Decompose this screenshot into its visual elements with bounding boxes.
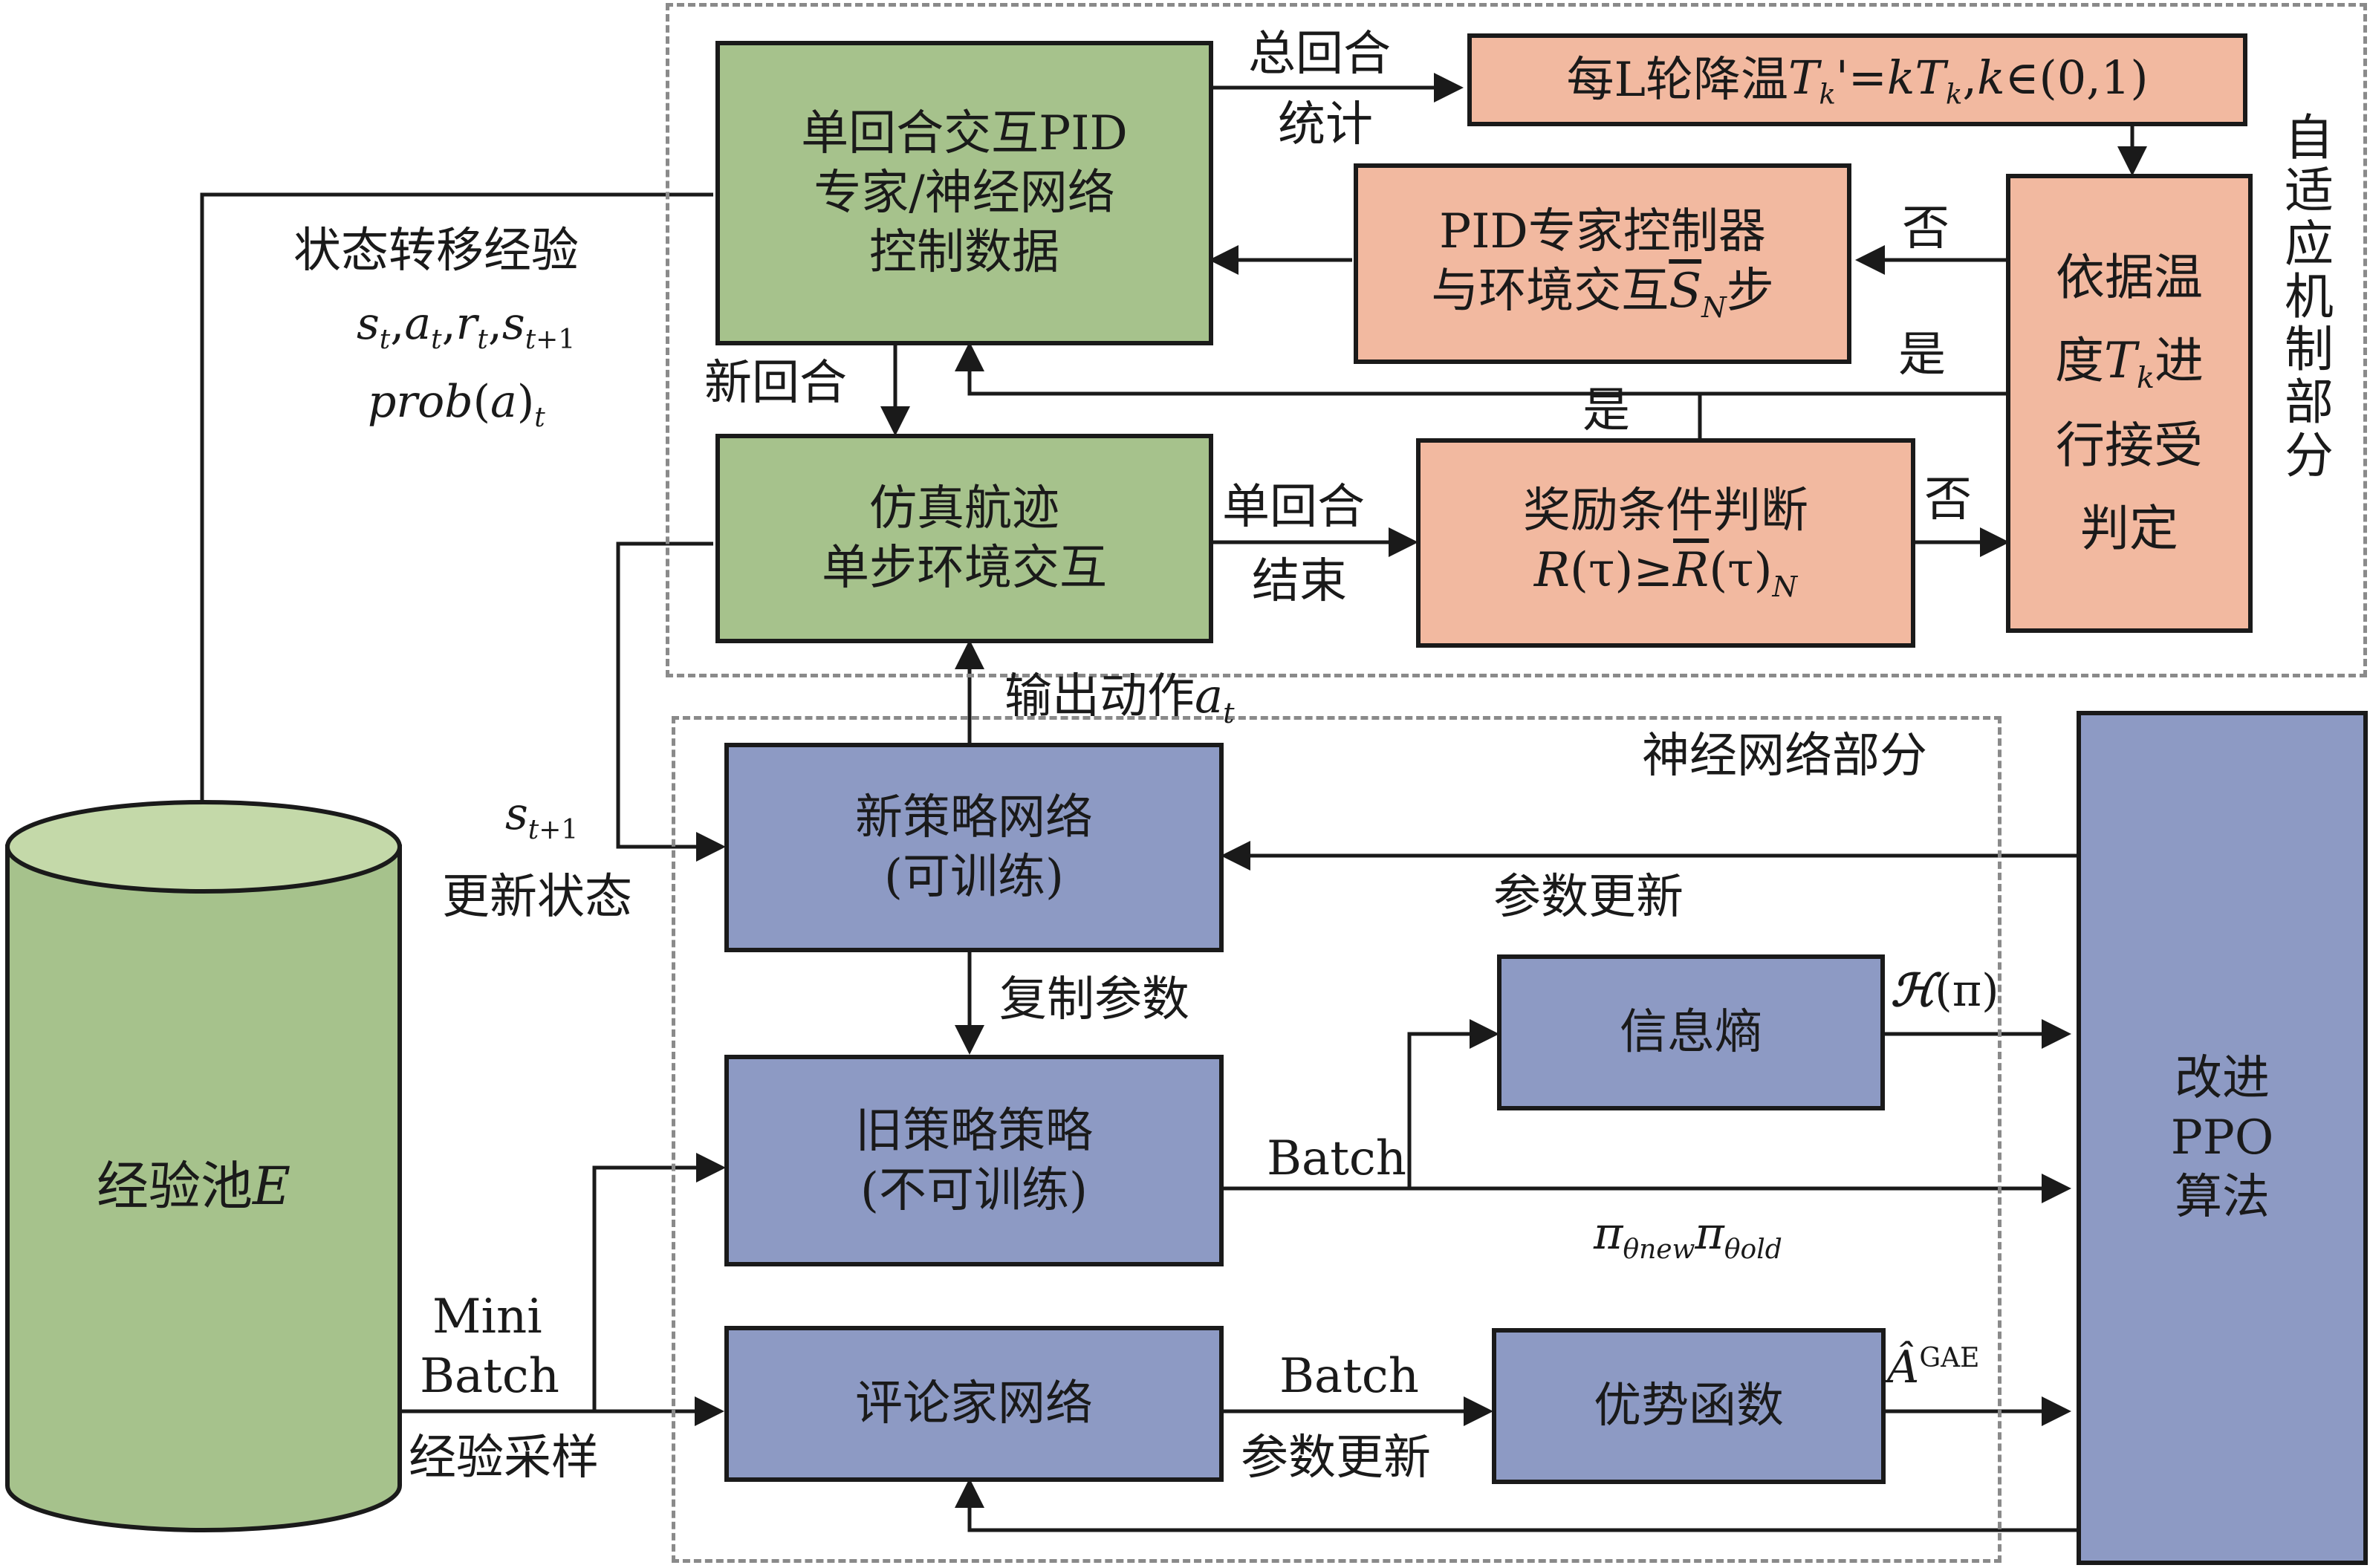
old-policy-line-1: 旧策略策略 (855, 1103, 1093, 1159)
network-section-label: 神经网络部分 (1642, 729, 1927, 784)
adaptive-section-label: 自适应机制部分 (2285, 109, 2334, 484)
round-end-label-1: 单回合 (1222, 480, 1365, 535)
sampling-label: 经验采样 (409, 1431, 599, 1486)
state-transition-label: 状态转移经验 (293, 224, 579, 279)
total-stats-label-1: 总回合 (1248, 27, 1391, 82)
arrow-param-update-bottom (955, 1478, 2077, 1532)
batch-label-1: Batch (1267, 1131, 1406, 1186)
prob-label: prob(a)t (368, 376, 545, 433)
reward-judge-box: 奖励条件判断 R(τ)≥R(τ)N (1416, 438, 1915, 648)
ppo-box: 改进 PPO 算法 (2077, 711, 2368, 1565)
critic-label: 评论家网络 (855, 1376, 1093, 1431)
new-policy-box: 新策略网络 (可训练) (724, 743, 1224, 952)
accept-judge-line-3: 行接受 (2056, 416, 2203, 474)
arrow-to-pool (187, 192, 713, 843)
sim-step-line-1: 仿真航迹 (869, 481, 1059, 536)
accept-judge-line-1: 依据温 (2056, 248, 2203, 306)
ppo-line-3: 算法 (2175, 1170, 2270, 1225)
new-policy-line-1: 新策略网络 (855, 790, 1093, 845)
entropy-box: 信息熵 (1497, 954, 1885, 1110)
old-policy-line-2: (不可训练) (860, 1162, 1088, 1218)
advantage-box: 优势函数 (1492, 1328, 1886, 1484)
update-state-label: 更新状态 (442, 870, 632, 925)
arrow-to-old-policy (592, 1153, 726, 1411)
single-round-line-2: 专家/神经网络 (814, 166, 1115, 221)
advantage-symbol: ÂGAE (1887, 1341, 1980, 1393)
total-stats-label-2: 统计 (1278, 97, 1373, 152)
mini-batch-label-1: Mini (432, 1289, 542, 1344)
entropy-symbol: ℋ(π) (1891, 965, 1999, 1017)
cooling-box: 每L轮降温 Tk'=kTk,k∈(0,1) (1467, 33, 2247, 126)
no-label-2: 否 (1924, 472, 1972, 527)
param-update-bottom-label: 参数更新 (1241, 1431, 1431, 1486)
network-region (672, 716, 2001, 1563)
yes-label-2: 是 (1582, 383, 1630, 438)
cooling-formula: Tk'=kTk,k∈(0,1) (1788, 50, 2149, 110)
advantage-label: 优势函数 (1594, 1379, 1784, 1434)
single-round-box: 单回合交互PID 专家/神经网络 控制数据 (715, 41, 1213, 345)
batch-label-2: Batch (1279, 1349, 1419, 1404)
experience-pool-label: 经验池E (97, 1156, 291, 1217)
no-label-1: 否 (1902, 201, 1949, 256)
copy-params-label: 复制参数 (999, 972, 1189, 1027)
output-action-text: 输出动作 (1004, 669, 1195, 724)
reward-judge-formula: R(τ)≥R(τ)N (1533, 542, 1798, 604)
sim-step-line-2: 单步环境交互 (822, 541, 1107, 596)
pi-ratio-label: πθnewπθold (1594, 1208, 1782, 1265)
param-update-top-label: 参数更新 (1493, 870, 1684, 925)
critic-box: 评论家网络 (724, 1326, 1224, 1482)
single-round-line-3: 控制数据 (869, 225, 1059, 280)
new-round-label: 新回合 (704, 356, 847, 411)
pid-expert-box: PID专家控制器 与环境交互SN步 (1354, 163, 1851, 364)
cooling-label: 每L轮降温 (1566, 52, 1788, 108)
accept-judge-line-4: 判定 (2080, 499, 2178, 557)
single-round-line-1: 单回合交互PID (801, 106, 1128, 161)
ppo-line-2: PPO (2170, 1110, 2274, 1165)
round-end-label-2: 结束 (1252, 554, 1347, 609)
yes-label-1: 是 (1898, 328, 1946, 383)
mini-batch-label-2: Batch (420, 1349, 559, 1404)
old-policy-box: 旧策略策略 (不可训练) (724, 1055, 1224, 1266)
arrow-yes-to-single (955, 342, 2006, 396)
pid-expert-line-2: 与环境交互SN步 (1431, 263, 1774, 325)
entropy-label: 信息熵 (1620, 1005, 1762, 1060)
reward-judge-line-1: 奖励条件判断 (1523, 483, 1808, 539)
sim-step-box: 仿真航迹 单步环境交互 (715, 434, 1213, 643)
transition-tuple-label: st,at,rt,st+1 (357, 298, 576, 355)
pid-expert-line-1: PID专家控制器 (1439, 204, 1766, 259)
ppo-line-1: 改进 (2175, 1051, 2270, 1106)
new-policy-line-2: (可训练) (884, 850, 1064, 905)
accept-judge-box: 依据温 度Tk进 行接受 判定 (2006, 174, 2253, 633)
arrow-batch-to-entropy (1407, 1019, 1499, 1188)
adaptive-region (666, 3, 2367, 677)
experience-pool-cylinder (5, 800, 402, 1532)
output-action-label: 输出动作at (1004, 669, 1235, 730)
accept-judge-line-2: 度Tk进 (2054, 332, 2204, 396)
next-state-symbol: st+1 (505, 788, 579, 845)
